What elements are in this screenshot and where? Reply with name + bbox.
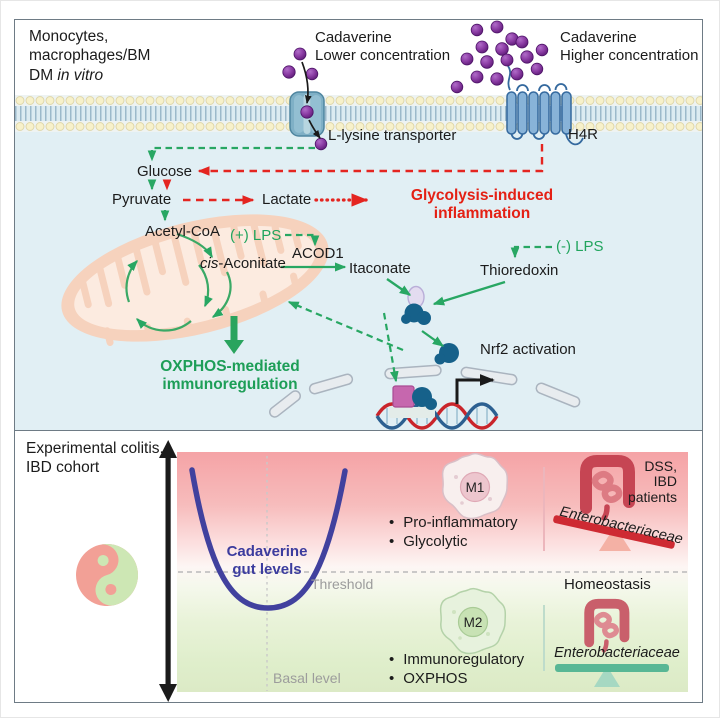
glucose-label: Glucose bbox=[137, 163, 193, 180]
receptor-label: H4R bbox=[568, 126, 599, 143]
m1-bullet-2: Glycolytic bbox=[389, 533, 517, 550]
m2-bullet-1: Immunoregulatory bbox=[389, 651, 524, 668]
curve-label: Cadaverine gut levels bbox=[226, 543, 308, 578]
enterobacteriaceae-down-label: Enterobacteriaceae bbox=[554, 645, 680, 661]
cytoplasm-background bbox=[15, 132, 702, 431]
cadaverine-low-label: Cadaverine Lower concentration bbox=[315, 29, 451, 64]
oxphos-outcome-label: OXPHOS-mediated immunoregulation bbox=[160, 358, 300, 393]
m2-bullet-2: OXPHOS bbox=[389, 670, 524, 687]
lactate-label: Lactate bbox=[262, 191, 312, 208]
cis-aconitate-label: cis-Aconitate bbox=[200, 255, 286, 272]
pyruvate-label: Pyruvate bbox=[112, 191, 172, 208]
lipid-heads-top bbox=[15, 95, 702, 106]
yin-yang-icon bbox=[76, 544, 138, 606]
homeostasis-label: Homeostasis bbox=[564, 576, 651, 593]
nrf2-activation-label: Nrf2 activation bbox=[480, 341, 576, 358]
transporter-label: L-lysine transporter bbox=[328, 127, 457, 144]
acod1-label: ACOD1 bbox=[292, 245, 344, 262]
lipid-tails bbox=[15, 106, 702, 121]
context-label-invitro: Monocytes, macrophages/BM DM in vitro bbox=[29, 28, 151, 84]
threshold-label: Threshold bbox=[311, 576, 374, 592]
in-vitro-panel bbox=[15, 20, 702, 431]
severity-axis-arrow bbox=[159, 440, 177, 702]
panel-divider bbox=[15, 430, 702, 431]
itaconate-label: Itaconate bbox=[349, 260, 411, 277]
context-label-colitis: Experimental colitis, IBD cohort bbox=[26, 440, 164, 477]
cadaverine-high-label: Cadaverine Higher concentration bbox=[560, 29, 699, 64]
lps-plus-label: (+) LPS bbox=[230, 227, 282, 244]
figure-frame: M1 M2 bbox=[14, 19, 703, 703]
lipid-heads-bottom bbox=[15, 121, 702, 132]
m2-bullet-list: Immunoregulatory OXPHOS bbox=[389, 651, 524, 690]
dss-ibd-label: DSS, IBD patients bbox=[627, 458, 677, 505]
m1-bullet-list: Pro-inflammatory Glycolytic bbox=[389, 514, 517, 553]
m1-bullet-1: Pro-inflammatory bbox=[389, 514, 517, 531]
lps-minus-label: (-) LPS bbox=[556, 238, 604, 255]
acetyl-coa-label: Acetyl-CoA bbox=[145, 223, 221, 240]
glycolysis-outcome-label: Glycolysis-induced inflammation bbox=[410, 187, 554, 222]
basal-level-label: Basal level bbox=[273, 670, 341, 686]
thioredoxin-label: Thioredoxin bbox=[480, 262, 559, 279]
